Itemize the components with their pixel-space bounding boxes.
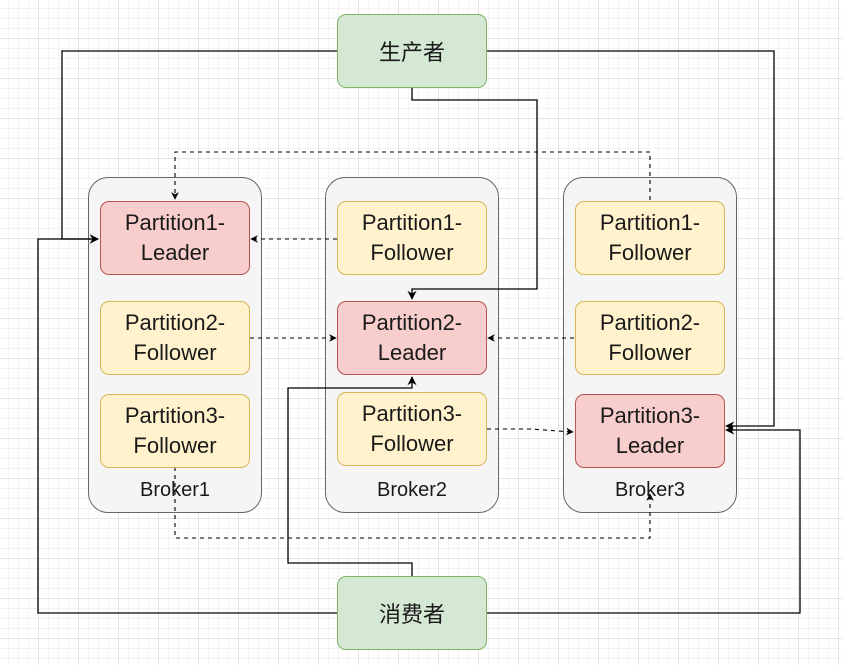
broker-2-partition3-follower: Partition3- Follower	[337, 392, 487, 466]
producer-node: 生产者	[337, 14, 487, 88]
broker-3-partition2-follower: Partition2- Follower	[575, 301, 725, 375]
replica-b2p3-to-p3-leader	[487, 427, 574, 436]
broker-2-partition2-leader: Partition2- Leader	[337, 301, 487, 375]
broker-1-partition1-leader: Partition1- Leader	[100, 201, 250, 275]
broker-3-partition3-leader: Partition3- Leader	[575, 394, 725, 468]
broker-1-label: Broker1	[139, 479, 211, 501]
broker-1-partition3-follower: Partition3- Follower	[100, 394, 250, 468]
consumer-label: 消费者	[378, 603, 445, 628]
broker-3-partition1-follower: Partition1- Follower	[575, 201, 725, 275]
broker-1-partition2-follower: Partition2- Follower	[100, 301, 250, 375]
broker-3-label: Broker3	[614, 479, 686, 501]
consumer-node: 消费者	[337, 576, 487, 650]
broker-2-partition1-follower: Partition1- Follower	[337, 201, 487, 275]
broker-2-label: Broker2	[376, 479, 448, 501]
producer-label: 生产者	[378, 41, 445, 66]
